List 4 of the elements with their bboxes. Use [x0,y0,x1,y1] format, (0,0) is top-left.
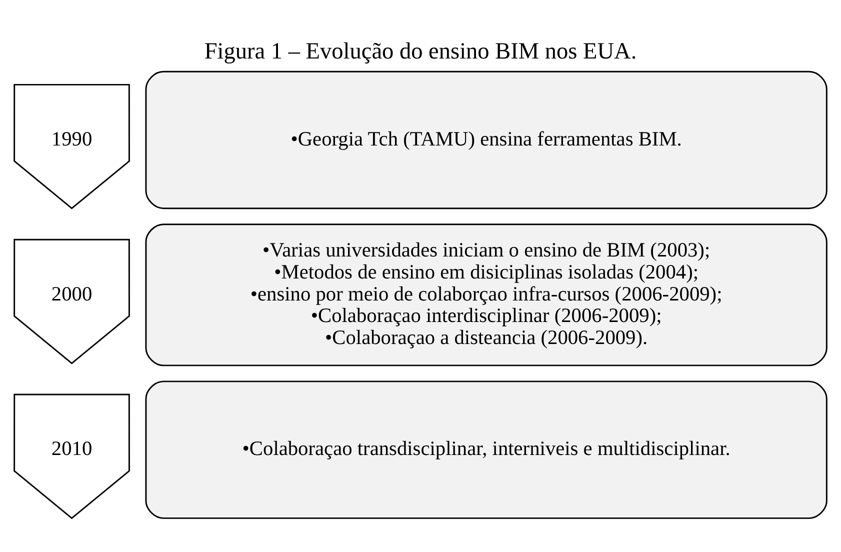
node-box: •Colaboraçao transdisciplinar, interniveis e multidisciplinar. [145,380,828,519]
diagram-title: Figura 1 – Evolução do ensino BIM nos EUA. [204,38,637,64]
node-box: •Georgia Tch (TAMU) ensina ferramentas BIM. [145,70,828,210]
node-box: •Varias universidades iniciam o ensino de BIM (2003); •Metodos de ensino em disiciplinas isoladas (2004); •ensino por meio de colaborçao infra-cursos (2006-2009); •Colaboraçao interdisciplinar (2006-2009); •Colaboraçao a disteancia (2006-2009). [145,224,828,366]
